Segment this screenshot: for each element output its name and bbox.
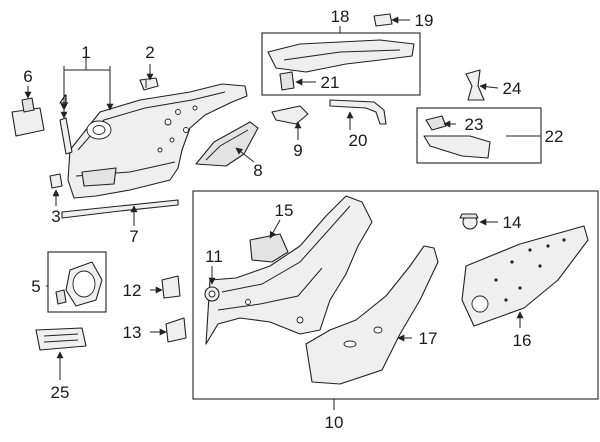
strip-part-4 (59, 117, 73, 155)
callout-2: 2 (145, 43, 154, 62)
callout-18: 18 (331, 7, 350, 26)
group-box-18 (261, 32, 421, 96)
callout-12: 12 (123, 281, 142, 300)
bracket-part-21 (279, 71, 295, 91)
fastener-part-11 (204, 286, 220, 302)
leader-lines (24, 16, 541, 410)
callout-7: 7 (129, 227, 138, 246)
clip-part-3 (49, 173, 63, 189)
callout-20: 20 (349, 131, 368, 150)
bracket-part-6 (11, 97, 45, 137)
callout-21: 21 (321, 73, 340, 92)
rail-part-20 (329, 99, 387, 125)
rocker-strip-part-7 (61, 199, 179, 219)
group-box-10 (192, 190, 599, 400)
callout-5: 5 (31, 277, 40, 296)
callout-23: 23 (465, 115, 484, 134)
callout-19: 19 (415, 11, 434, 30)
bracket-part-2 (139, 77, 159, 91)
fuel-door-part-5 (55, 261, 103, 307)
callout-24: 24 (503, 79, 522, 98)
rail-part-18 (267, 39, 415, 91)
push-clip-part-14 (459, 213, 479, 230)
quarter-panel-part-1 (67, 83, 248, 199)
window-glass-part-8 (195, 121, 259, 167)
inner-panel-part-10 (205, 195, 373, 345)
callout-8: 8 (253, 161, 262, 180)
bracket-part-24 (465, 69, 485, 101)
bracket-part-13 (165, 317, 187, 343)
callout-15: 15 (275, 201, 294, 220)
callout-13: 13 (123, 323, 142, 342)
bracket-part-12 (161, 275, 181, 299)
vent-part-25 (35, 327, 87, 351)
callout-4: 4 (59, 91, 68, 110)
callout-10: 10 (325, 413, 344, 432)
callout-11: 11 (205, 247, 223, 266)
callout-6: 6 (23, 67, 32, 86)
callout-3: 3 (51, 207, 60, 226)
group-box-5 (47, 251, 107, 313)
callout-22: 22 (545, 127, 564, 146)
callout-17: 17 (419, 329, 438, 348)
clip-part-23 (425, 115, 447, 131)
callout-1: 1 (81, 43, 90, 62)
callout-16: 16 (513, 331, 532, 350)
callout-14: 14 (503, 213, 522, 232)
callout-25: 25 (51, 383, 70, 402)
bracket-part-9 (271, 105, 309, 125)
bracket-part-19 (373, 13, 393, 27)
liner-part-17 (305, 245, 439, 385)
callout-9: 9 (293, 141, 302, 160)
trim-panel-part-16 (461, 225, 589, 327)
